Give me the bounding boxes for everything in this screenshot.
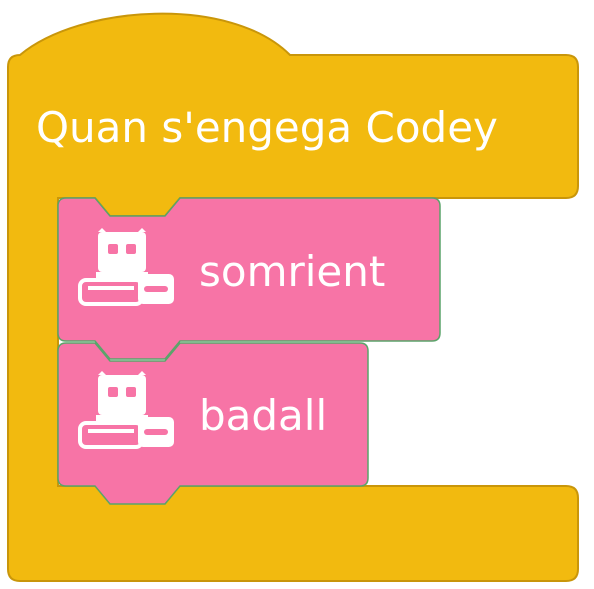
stack-block-1[interactable]: [57, 197, 441, 360]
codey-robot-icon: [78, 371, 174, 449]
codey-robot-icon: [78, 228, 174, 306]
stack-block-2-label: badall: [199, 391, 328, 440]
hat-block-label: Quan s'engega Codey: [36, 103, 498, 152]
stack-block-1-label: somrient: [199, 247, 386, 296]
